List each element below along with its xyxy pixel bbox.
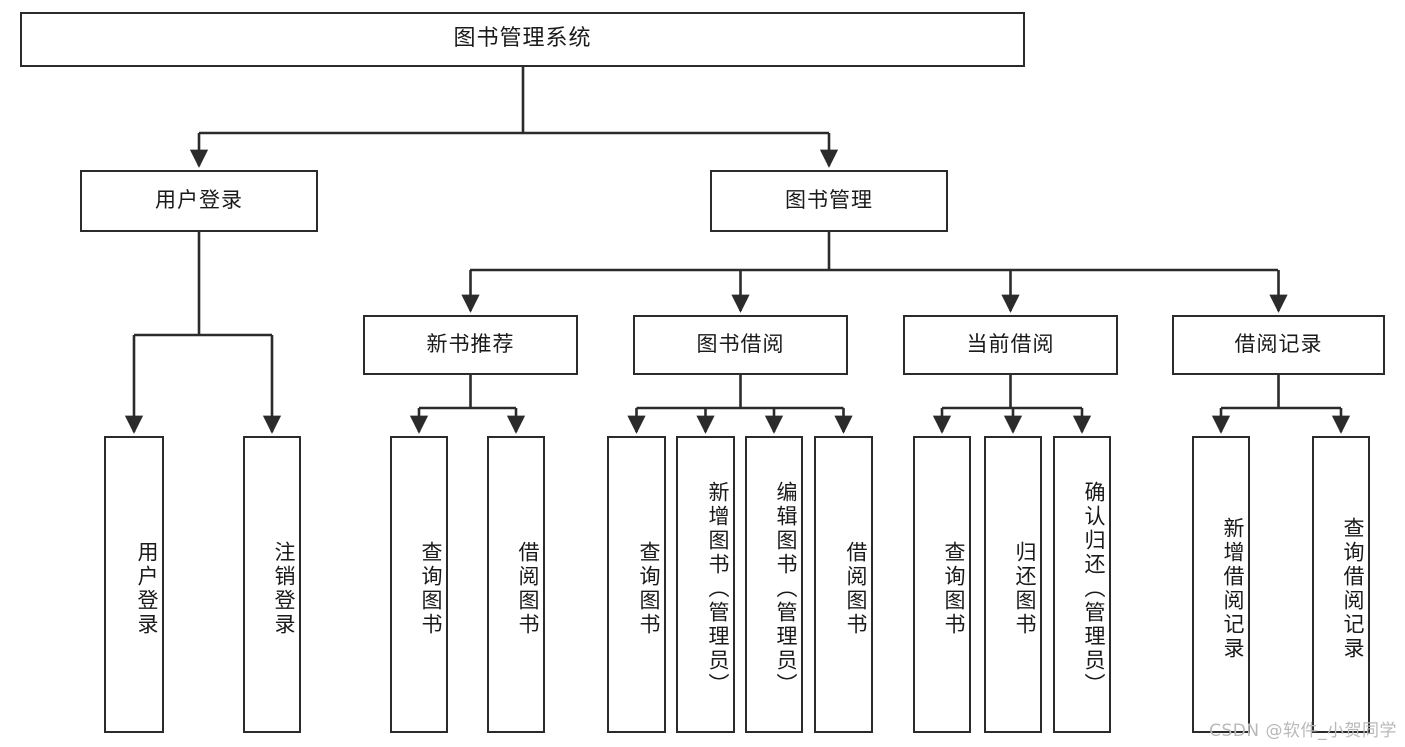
node-leaf-edit-book[interactable]: 编辑图书（管理员）: [745, 436, 803, 733]
node-leaf-query-book-3-label: 查询图书: [942, 540, 966, 637]
node-book-borrow-label: 图书借阅: [696, 332, 785, 357]
node-leaf-add-record[interactable]: 新增借阅记录: [1192, 436, 1250, 733]
node-book-borrow[interactable]: 图书借阅: [633, 315, 848, 375]
node-borrow-record-label: 借阅记录: [1234, 332, 1323, 357]
node-leaf-user-logout-label: 注销登录: [272, 540, 296, 637]
node-leaf-user-logout[interactable]: 注销登录: [243, 436, 301, 733]
node-leaf-add-record-label: 新增借阅记录: [1221, 516, 1245, 661]
node-leaf-confirm-return-label: 确认归还（管理员）: [1082, 480, 1106, 697]
node-current-borrow[interactable]: 当前借阅: [903, 315, 1118, 375]
node-user-login-label: 用户登录: [155, 188, 243, 213]
watermark-label: CSDN @软件_小贺同学: [1209, 721, 1397, 741]
node-leaf-query-book-2-label: 查询图书: [637, 540, 661, 637]
node-leaf-query-book-1[interactable]: 查询图书: [390, 436, 448, 733]
node-root-label: 图书管理系统: [453, 26, 592, 52]
node-leaf-borrow-book-1-label: 借阅图书: [516, 540, 540, 637]
node-borrow-record[interactable]: 借阅记录: [1172, 315, 1385, 375]
node-leaf-add-book-label: 新增图书（管理员）: [706, 480, 730, 697]
node-leaf-borrow-book-1[interactable]: 借阅图书: [487, 436, 545, 733]
node-leaf-query-book-1-label: 查询图书: [419, 540, 443, 637]
node-book-manage[interactable]: 图书管理: [710, 170, 948, 232]
node-current-borrow-label: 当前借阅: [966, 332, 1055, 357]
node-leaf-user-login[interactable]: 用户登录: [104, 436, 164, 733]
node-leaf-user-login-label: 用户登录: [135, 540, 159, 637]
node-root[interactable]: 图书管理系统: [20, 12, 1025, 67]
node-book-manage-label: 图书管理: [785, 188, 873, 213]
node-leaf-borrow-book-2[interactable]: 借阅图书: [814, 436, 873, 733]
node-leaf-return-book[interactable]: 归还图书: [984, 436, 1042, 733]
node-user-login[interactable]: 用户登录: [80, 170, 318, 232]
node-leaf-return-book-label: 归还图书: [1013, 540, 1037, 637]
node-leaf-borrow-book-2-label: 借阅图书: [844, 540, 868, 637]
node-leaf-query-record-label: 查询借阅记录: [1341, 516, 1365, 661]
node-leaf-add-book[interactable]: 新增图书（管理员）: [676, 436, 735, 733]
node-leaf-query-book-3[interactable]: 查询图书: [913, 436, 971, 733]
node-leaf-confirm-return[interactable]: 确认归还（管理员）: [1053, 436, 1111, 733]
node-leaf-edit-book-label: 编辑图书（管理员）: [774, 480, 798, 697]
node-new-book-rec-label: 新书推荐: [426, 332, 515, 357]
node-new-book-rec[interactable]: 新书推荐: [363, 315, 578, 375]
node-leaf-query-record[interactable]: 查询借阅记录: [1312, 436, 1370, 733]
node-leaf-query-book-2[interactable]: 查询图书: [607, 436, 666, 733]
